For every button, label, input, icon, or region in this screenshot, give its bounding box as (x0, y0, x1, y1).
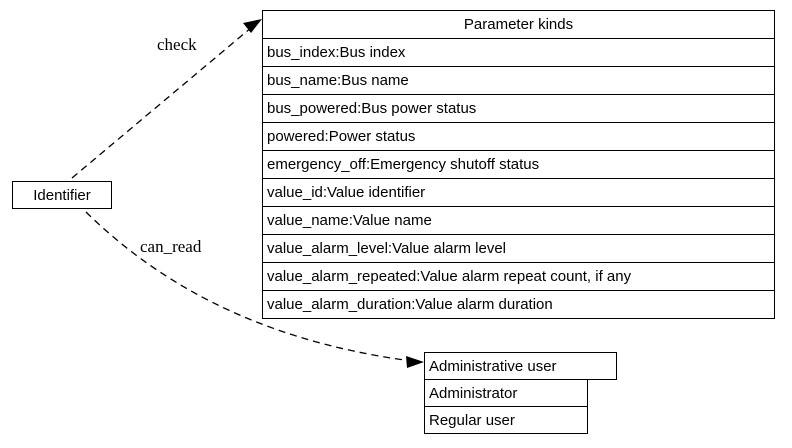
edge-label-can-read: can_read (140, 237, 202, 256)
table-row[interactable]: bus_index:Bus index (262, 38, 775, 67)
edge-label-check: check (157, 35, 197, 54)
table-row[interactable]: emergency_off:Emergency shutoff status (262, 150, 775, 179)
node-administrative-user[interactable]: Administrative user Administrator Regula… (424, 352, 617, 434)
edge-can-read-arrowhead (406, 356, 424, 368)
list-item[interactable]: Administrator (424, 379, 588, 407)
table-row[interactable]: value_id:Value identifier (262, 178, 775, 207)
table-row[interactable]: bus_name:Bus name (262, 66, 775, 95)
node-identifier[interactable]: Identifier (12, 181, 112, 209)
table-row[interactable]: powered:Power status (262, 122, 775, 151)
table-row[interactable]: value_alarm_duration:Value alarm duratio… (262, 290, 775, 319)
node-parameter-kinds-header: Parameter kinds (262, 10, 775, 39)
table-row[interactable]: value_name:Value name (262, 206, 775, 235)
list-item[interactable]: Regular user (424, 406, 588, 434)
table-row[interactable]: value_alarm_level:Value alarm level (262, 234, 775, 263)
node-administrative-user-header: Administrative user (424, 352, 617, 380)
table-row[interactable]: bus_powered:Bus power status (262, 94, 775, 123)
edge-check-arrowhead (243, 19, 262, 33)
node-identifier-label: Identifier (12, 181, 112, 209)
node-parameter-kinds[interactable]: Parameter kinds bus_index:Bus index bus_… (262, 10, 775, 319)
table-row[interactable]: value_alarm_repeated:Value alarm repeat … (262, 262, 775, 291)
